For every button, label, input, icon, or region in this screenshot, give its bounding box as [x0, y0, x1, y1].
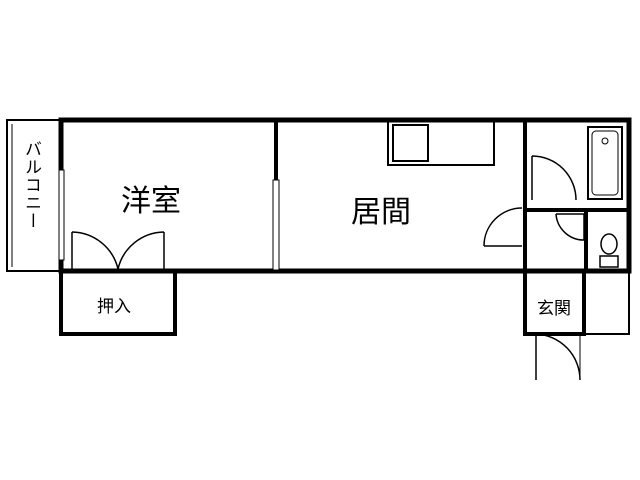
closet-box — [59, 269, 177, 336]
room-label-balcony: バルコニー — [21, 140, 41, 230]
room-label-living: 居間 — [351, 195, 411, 230]
kitchen-sink — [392, 124, 429, 162]
partition-opening — [272, 179, 280, 271]
toilet-bowl — [600, 233, 618, 255]
bathtub — [587, 126, 623, 200]
bath-door-swing — [531, 155, 577, 201]
entrance-door-swing — [535, 333, 581, 381]
room-label-entrance: 玄関 — [537, 299, 571, 319]
entrance-side-panel — [583, 270, 630, 335]
room-label-western: 洋室 — [121, 184, 181, 219]
hall-door-swing — [483, 207, 523, 247]
bathtub-inner — [591, 130, 619, 196]
closet-door-right — [117, 231, 165, 270]
room-label-closet: 押入 — [97, 297, 131, 317]
toilet-tank — [599, 255, 619, 268]
bathtub-drain — [601, 137, 609, 145]
toilet-door-swing — [555, 213, 585, 241]
window-western — [58, 169, 65, 261]
kitchen-counter — [387, 120, 495, 166]
closet-door-left — [71, 231, 119, 270]
